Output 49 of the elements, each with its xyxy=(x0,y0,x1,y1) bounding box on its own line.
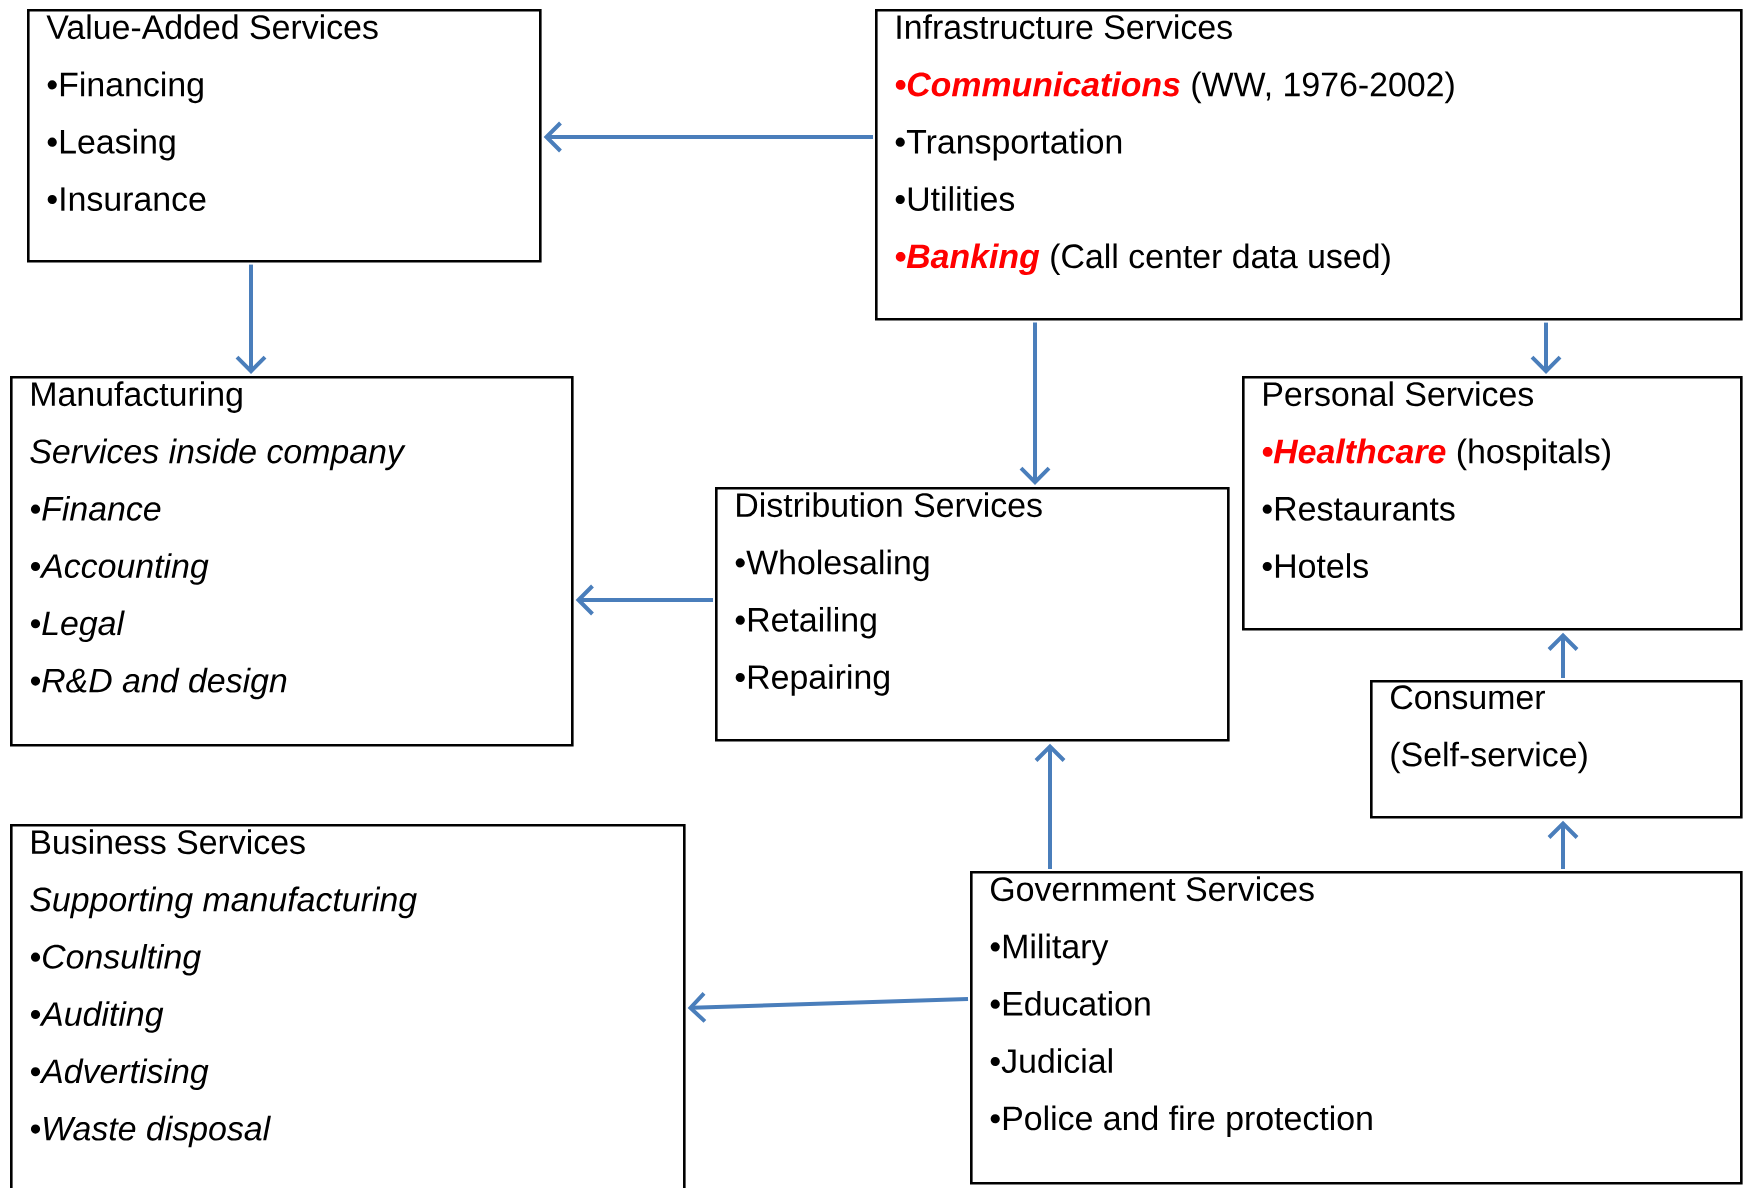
list-item: •R&D and design xyxy=(30,667,287,700)
service-box xyxy=(1370,680,1743,819)
list-item: •Banking (Call center data used) xyxy=(895,243,1390,275)
list-item: •Auditing xyxy=(30,1001,164,1033)
box-heading: Infrastructure Services xyxy=(897,14,1232,40)
list-item: •Advertising xyxy=(30,1058,209,1091)
list-item: Services inside company xyxy=(30,438,406,471)
list-item: •Military xyxy=(990,933,1109,966)
box-heading: Government Services xyxy=(991,876,1314,902)
list-item: •Hotels xyxy=(1262,553,1368,579)
list-item: •Waste disposal xyxy=(30,1115,271,1148)
service-box xyxy=(1242,376,1743,631)
service-box xyxy=(27,9,542,263)
list-item: •Wholesaling xyxy=(735,549,929,582)
list-item: •Accounting xyxy=(30,553,209,585)
list-item: •Communications (WW, 1976-2002) xyxy=(895,71,1454,104)
service-box xyxy=(10,376,574,747)
service-box xyxy=(10,824,686,1188)
box-heading: Consumer (Self-service) xyxy=(1391,685,1587,774)
service-box xyxy=(715,487,1230,742)
list-item: •Judicial xyxy=(990,1048,1112,1074)
list-item: •Education xyxy=(990,990,1150,1016)
list-item: •Restaurants xyxy=(1262,497,1455,521)
box-heading: Business Services xyxy=(32,829,305,855)
box-heading: Personal Services xyxy=(1264,381,1533,407)
list-item: •Transportation xyxy=(895,128,1122,161)
arrow xyxy=(543,121,873,153)
list-item: •Consulting xyxy=(30,943,201,976)
list-item: •Insurance xyxy=(47,187,206,212)
arrow xyxy=(1034,743,1066,869)
list-item: •Financing xyxy=(47,71,203,104)
service-box xyxy=(970,871,1743,1185)
list-item: •Leasing xyxy=(47,128,175,161)
list-item: •Healthcare (hospitals) xyxy=(1262,438,1610,471)
arrow xyxy=(235,264,267,374)
box-heading: Manufacturing xyxy=(32,381,242,413)
arrow xyxy=(687,992,969,1023)
list-item: •Retailing xyxy=(735,606,876,639)
list-item: Supporting manufacturing xyxy=(30,886,417,919)
list-item: •Finance xyxy=(30,495,161,521)
service-box xyxy=(875,9,1743,321)
list-item: •Repairing xyxy=(735,664,889,696)
list-item: •Legal xyxy=(30,610,125,643)
box-heading: Value-Added Services xyxy=(46,14,378,40)
arrow xyxy=(575,584,713,616)
list-item: •Police and fire protection xyxy=(990,1105,1372,1138)
list-item: •Utilities xyxy=(895,186,1015,212)
box-heading: Distribution Services xyxy=(737,492,1042,518)
arrow xyxy=(1019,322,1051,485)
